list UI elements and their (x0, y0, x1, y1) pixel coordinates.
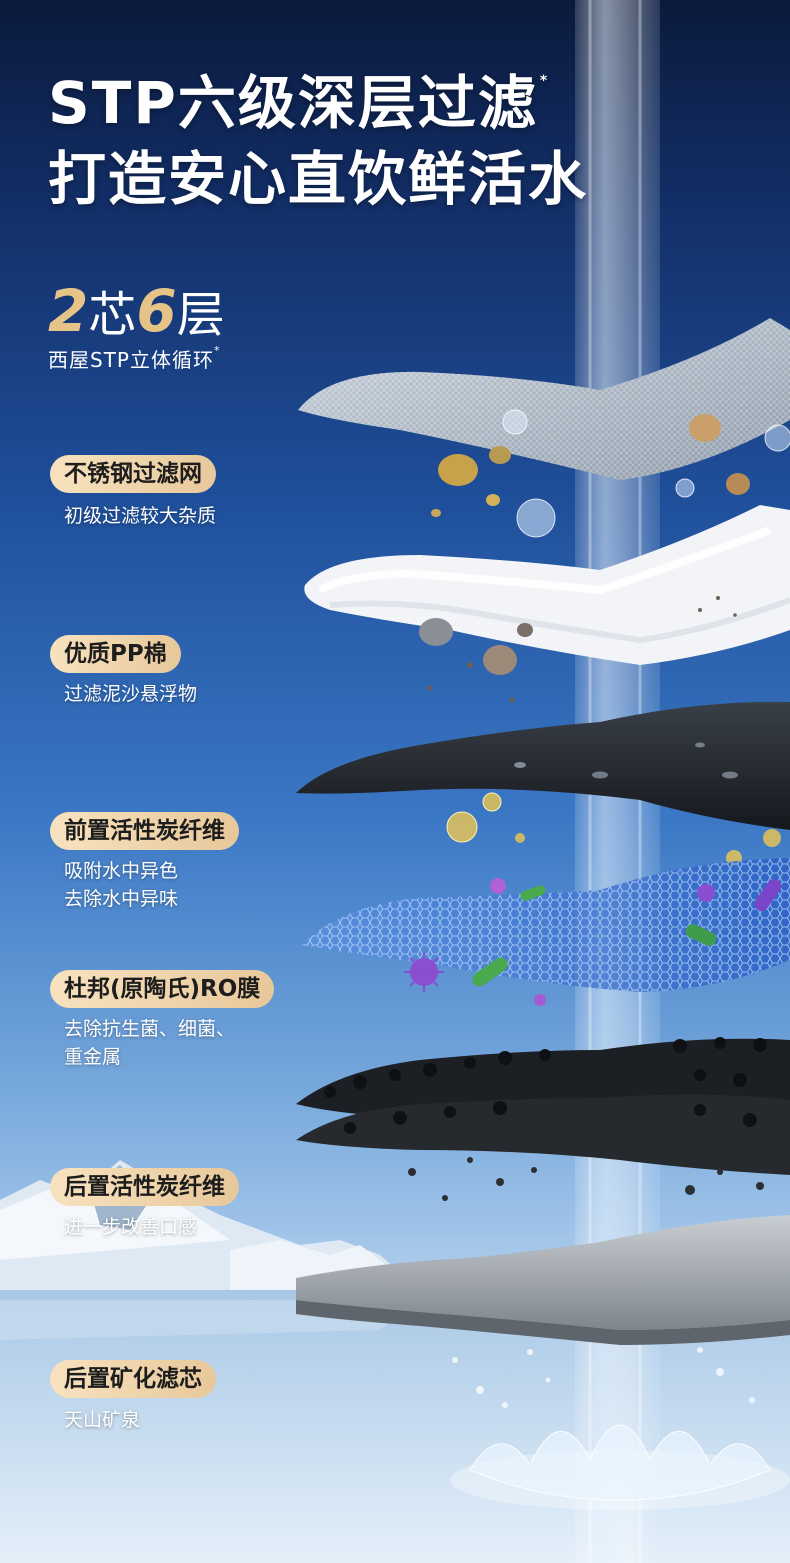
layer-desc-front-carbon: 吸附水中异色 去除水中异味 (64, 860, 179, 910)
layer-label-pp-cotton: 优质PP棉 (50, 635, 181, 673)
layer-desc-ro-membrane: 去除抗生菌、细菌、 重金属 (64, 1018, 236, 1068)
layer-label-ro-membrane: 杜邦(原陶氏)RO膜 (50, 970, 275, 1008)
core-count-word: 芯 (88, 287, 137, 343)
layer-desc-pp-cotton: 过滤泥沙悬浮物 (64, 683, 198, 705)
tagline-footnote-mark: * (213, 344, 221, 357)
layer-label-front-carbon: 前置活性炭纤维 (50, 812, 239, 850)
layer-label-stainless-mesh: 不锈钢过滤网 (50, 455, 216, 493)
stp-tagline: 西屋STP立体循环* (48, 344, 221, 372)
layer-desc-mineral-core: 天山矿泉 (64, 1409, 141, 1431)
layer-count-word: 层 (176, 287, 225, 343)
layer-count-number: 6 (136, 277, 177, 345)
layer-label-mineral-core: 后置矿化滤芯 (50, 1360, 216, 1398)
headline-line1: STP六级深层过滤* (48, 69, 550, 137)
core-count-number: 2 (48, 277, 89, 345)
layer-label-post-carbon: 后置活性炭纤维 (50, 1168, 239, 1206)
layer-desc-post-carbon: 进一步改善口感 (64, 1216, 198, 1238)
layer-desc-stainless-mesh: 初级过滤较大杂质 (64, 505, 217, 527)
headline-footnote-mark: * (539, 73, 550, 89)
headline-line2: 打造安心直饮鲜活水 (48, 145, 589, 213)
core-layer-count: 2芯6层 (48, 282, 225, 340)
